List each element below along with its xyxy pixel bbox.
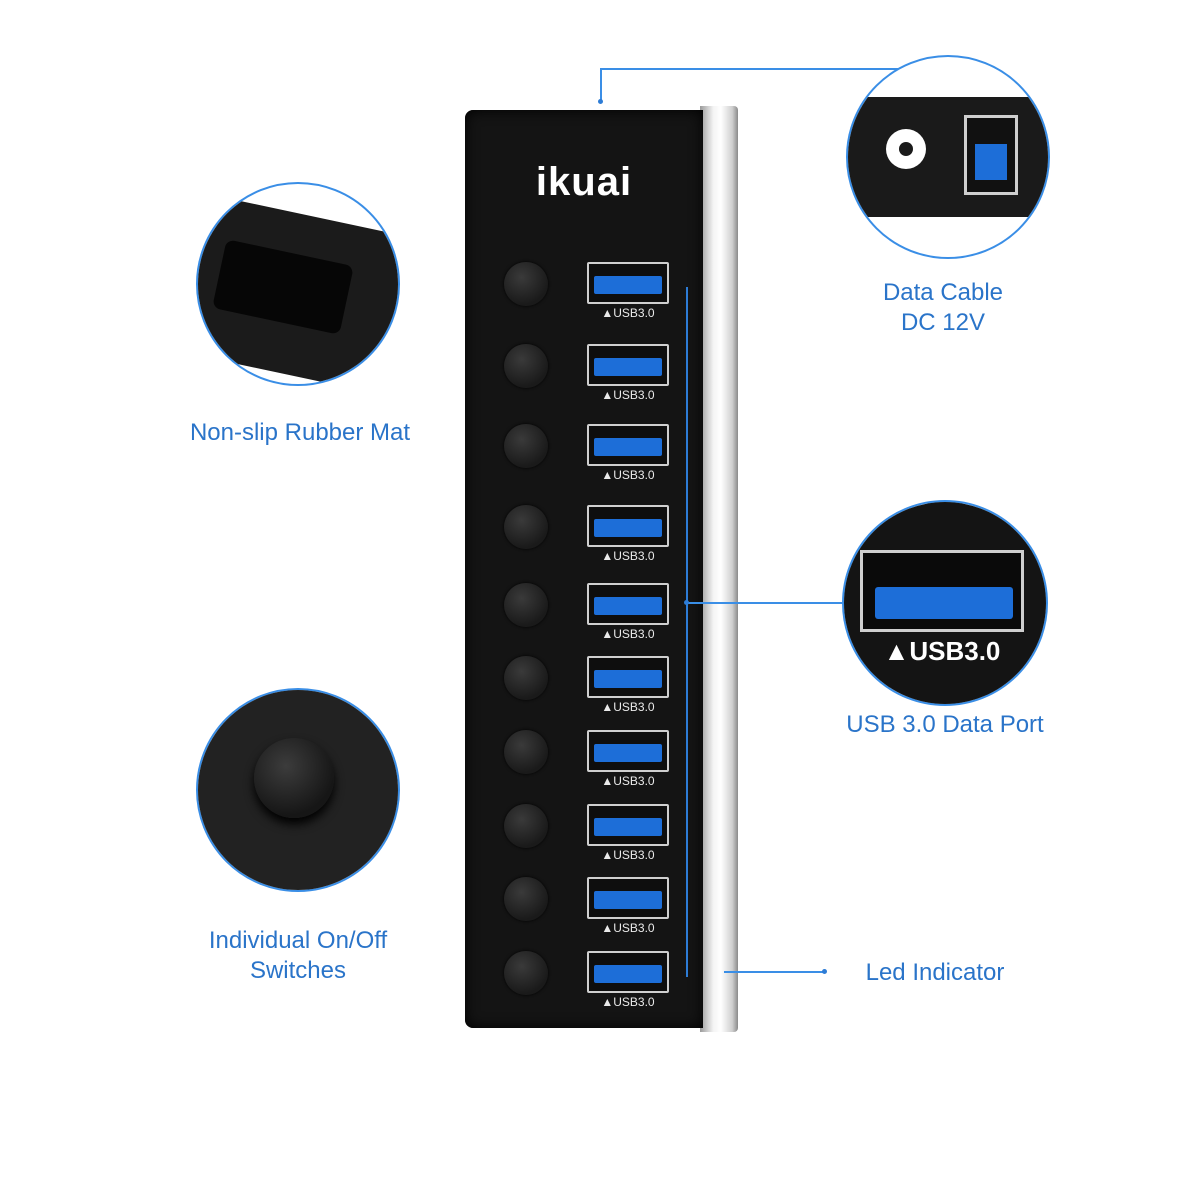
power-switch-button[interactable] bbox=[504, 656, 548, 700]
usb-port-icon bbox=[587, 424, 669, 466]
usb-port-zoom-circle: ▲USB3.0 bbox=[842, 500, 1048, 706]
port-row: ▲USB3.0 bbox=[490, 730, 690, 794]
data-cable-zoom-circle bbox=[846, 55, 1050, 259]
rubber-mat-zoom-circle bbox=[196, 182, 400, 386]
callout-dot-top bbox=[598, 99, 603, 104]
usb-port-label: ▲USB3.0 bbox=[601, 549, 655, 563]
port-row: ▲USB3.0 bbox=[490, 505, 690, 569]
power-switch-button[interactable] bbox=[504, 262, 548, 306]
callout-dot-usb-port bbox=[684, 600, 689, 605]
usb-port-label: USB 3.0 Data Port bbox=[846, 711, 1044, 738]
usb-port-icon bbox=[587, 344, 669, 386]
power-switch-button[interactable] bbox=[504, 730, 548, 774]
callout-line-usb-port bbox=[686, 602, 844, 604]
hub-aluminum-side bbox=[700, 106, 738, 1032]
callout-dot-led bbox=[822, 969, 827, 974]
usb-port-zoom-label: ▲USB3.0 bbox=[883, 636, 1001, 666]
power-switch-button[interactable] bbox=[504, 951, 548, 995]
usb-port-icon bbox=[587, 730, 669, 772]
data-cable-label-line2: DC 12V bbox=[900, 309, 986, 336]
usb-b-port-icon bbox=[964, 115, 1018, 195]
usb-port-label: ▲USB3.0 bbox=[601, 848, 655, 862]
port-row: ▲USB3.0 bbox=[490, 344, 690, 408]
switches-label: Individual On/Off Switches bbox=[168, 926, 428, 986]
usb-port-icon bbox=[587, 505, 669, 547]
power-switch-button[interactable] bbox=[504, 424, 548, 468]
port-row: ▲USB3.0 bbox=[490, 804, 690, 868]
switches-label-line2: Switches bbox=[249, 957, 347, 984]
callout-line-top-vertical bbox=[600, 68, 602, 102]
power-switch-button[interactable] bbox=[504, 505, 548, 549]
port-row: ▲USB3.0 bbox=[490, 877, 690, 941]
usb-port-label: ▲USB3.0 bbox=[601, 921, 655, 935]
usb-port-label: ▲USB3.0 bbox=[601, 995, 655, 1009]
usb-port-icon bbox=[587, 583, 669, 625]
usb-port-label: ▲USB3.0 bbox=[601, 627, 655, 641]
port-row: ▲USB3.0 bbox=[490, 424, 690, 488]
usb-port-label: ▲USB3.0 bbox=[601, 774, 655, 788]
usb-port-label: ▲USB3.0 bbox=[601, 700, 655, 714]
hub-back-panel bbox=[848, 97, 1048, 217]
usb-port-icon bbox=[587, 877, 669, 919]
led-indicator-label: Led Indicator bbox=[865, 959, 1005, 986]
port-row: ▲USB3.0 bbox=[490, 583, 690, 647]
usb-port-icon bbox=[587, 656, 669, 698]
callout-line-top-horizontal bbox=[600, 68, 900, 70]
data-cable-label-line1: Data Cable bbox=[882, 279, 1004, 306]
switches-label-line1: Individual On/Off bbox=[208, 927, 388, 954]
port-row: ▲USB3.0 bbox=[490, 262, 690, 326]
power-switch-button[interactable] bbox=[504, 877, 548, 921]
usb-port-icon bbox=[587, 262, 669, 304]
usb-port-label: ▲USB3.0 bbox=[601, 388, 655, 402]
usb-port-zoom-icon bbox=[860, 550, 1024, 632]
data-cable-label: Data Cable DC 12V bbox=[838, 278, 1048, 338]
usb-port-icon bbox=[587, 951, 669, 993]
port-row: ▲USB3.0 bbox=[490, 656, 690, 720]
power-switch-button[interactable] bbox=[504, 583, 548, 627]
power-switch-button[interactable] bbox=[504, 804, 548, 848]
port-row: ▲USB3.0 bbox=[490, 951, 690, 1015]
led-indicator-strip bbox=[686, 287, 688, 977]
switch-zoom-circle bbox=[196, 688, 400, 892]
power-switch-button[interactable] bbox=[504, 344, 548, 388]
callout-line-led bbox=[724, 971, 826, 973]
dc-jack-icon bbox=[886, 129, 926, 169]
usb-port-label: ▲USB3.0 bbox=[601, 306, 655, 320]
switch-button-icon bbox=[254, 738, 334, 818]
rubber-mat-label: Non-slip Rubber Mat bbox=[189, 419, 411, 446]
usb-port-icon bbox=[587, 804, 669, 846]
brand-logo: ikuai bbox=[535, 160, 633, 204]
usb-port-label: ▲USB3.0 bbox=[601, 468, 655, 482]
